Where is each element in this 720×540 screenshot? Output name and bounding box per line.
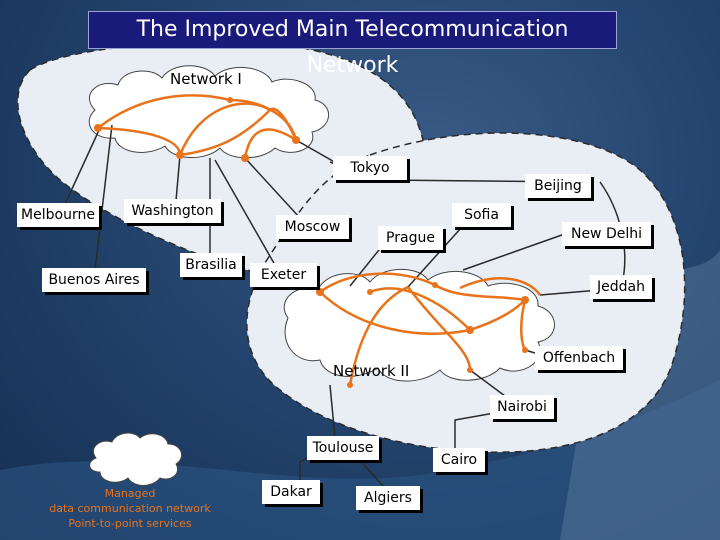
link-exeter <box>214 159 276 266</box>
link-melbourne <box>59 127 101 216</box>
link-n2-c <box>369 287 471 331</box>
node-dot <box>176 151 184 159</box>
node-dot <box>292 136 300 144</box>
node-label-prague: Prague <box>378 226 443 250</box>
legend-line: Point-to-point services <box>68 517 192 530</box>
node-label-beijing: Beijing <box>525 174 591 198</box>
link-moscow <box>244 157 301 219</box>
link-nairobi <box>469 369 506 397</box>
link-n2-f <box>520 299 527 351</box>
network-links <box>97 94 542 386</box>
network-1-label: Network I <box>170 70 242 88</box>
node-label-new-delhi: New Delhi <box>562 222 651 246</box>
node-dot <box>521 296 529 304</box>
node-label-algiers: Algiers <box>356 486 420 510</box>
cloud-network-2 <box>283 268 555 382</box>
link-algiers <box>354 454 386 489</box>
node-label-washington: Washington <box>124 199 221 223</box>
node-label-brasilia: Brasilia <box>180 253 242 277</box>
link-cairo <box>454 411 501 448</box>
legend: Managed data communication network Point… <box>30 486 230 531</box>
node-label-cairo: Cairo <box>433 448 485 472</box>
node-label-nairobi: Nairobi <box>490 395 554 419</box>
link-n2-g <box>348 285 409 386</box>
node-dot <box>241 154 249 162</box>
link-toulouse <box>329 384 336 439</box>
link-n1-b <box>97 126 182 156</box>
node-dot <box>94 124 102 132</box>
node-label-moscow: Moscow <box>276 215 349 239</box>
node-dot <box>466 326 474 334</box>
node-label-buenos-aires: Buenos Aires <box>42 268 146 292</box>
node-dot <box>316 288 324 296</box>
legend-line: data communication network <box>49 502 211 515</box>
node-dot <box>432 282 438 288</box>
network-nodes <box>94 97 529 388</box>
link-n1-g <box>269 107 298 141</box>
link-n1-e <box>179 109 271 157</box>
link-n1-a <box>97 94 231 129</box>
link-n1-f <box>243 128 297 159</box>
link-n2-d <box>434 283 526 302</box>
node-label-exeter: Exeter <box>250 263 317 287</box>
node-label-offenbach: Offenbach <box>535 346 623 370</box>
link-sofia <box>407 217 471 288</box>
node-label-melbourne: Melbourne <box>17 203 99 227</box>
node-dot <box>367 289 373 295</box>
node-label-tokyo: Tokyo <box>333 156 407 180</box>
node-dot <box>522 347 528 353</box>
link-buenos-aires <box>94 124 113 271</box>
node-dot <box>347 382 353 388</box>
link-n2-h <box>459 277 542 296</box>
link-n2-b <box>319 291 471 335</box>
network-2-label: Network II <box>333 362 410 380</box>
diagram-title: The Improved Main Telecommunication Netw… <box>88 11 617 78</box>
node-label-jeddah: Jeddah <box>590 275 652 299</box>
node-label-sofia: Sofia <box>452 203 511 227</box>
node-label-dakar: Dakar <box>262 480 320 504</box>
legend-line: Managed <box>104 487 156 500</box>
node-label-toulouse: Toulouse <box>307 436 379 460</box>
node-dot <box>467 367 473 373</box>
node-dot <box>227 97 233 103</box>
link-n2-a <box>319 272 436 294</box>
background-wave <box>0 380 720 540</box>
link-n2-i <box>406 286 472 371</box>
cloud-legend <box>89 432 183 486</box>
